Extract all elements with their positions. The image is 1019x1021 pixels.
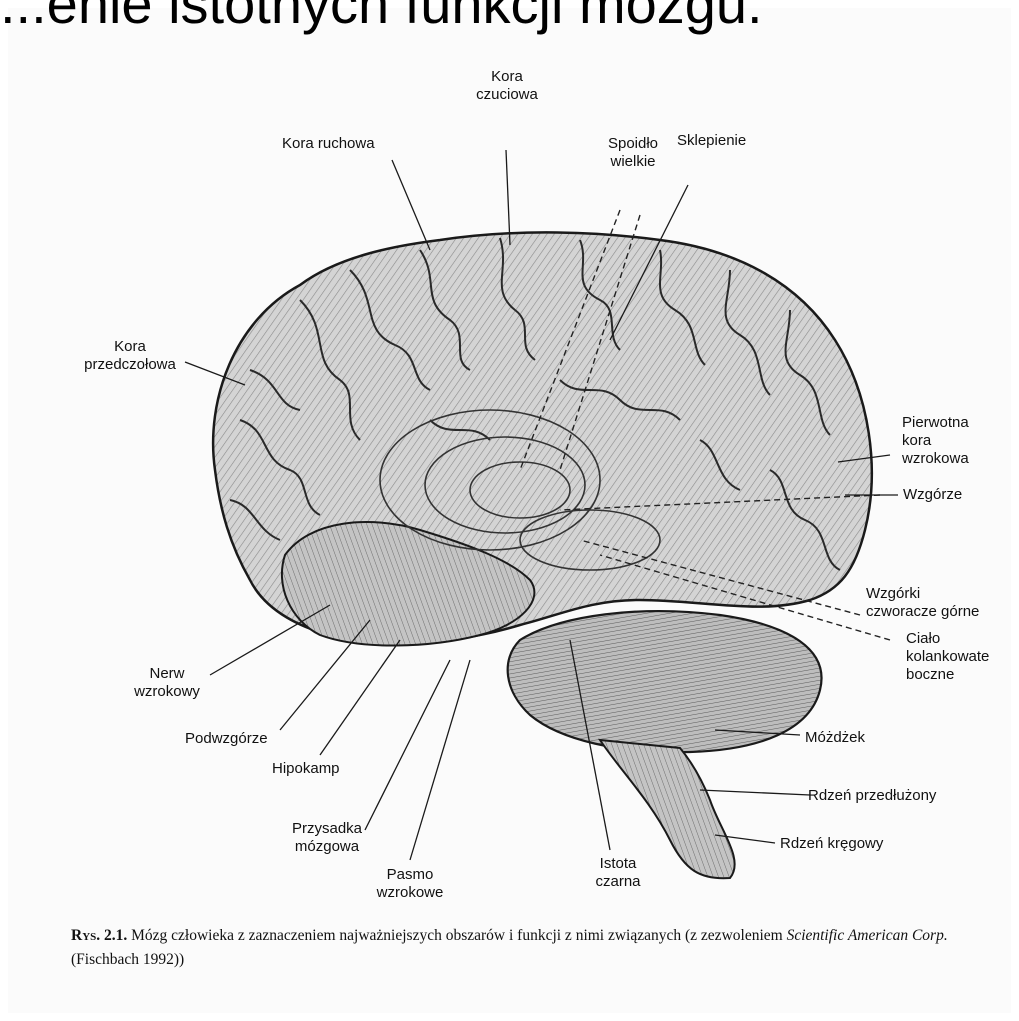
label-podwzgorze: Podwzgórze <box>185 730 268 748</box>
label-kora-czuciowa: Koraczuciowa <box>470 68 544 104</box>
caption-citation: (Fischbach 1992)) <box>71 951 184 968</box>
label-nerw-wzrokowy: Nerwwzrokowy <box>124 665 210 701</box>
label-przysadka-mozgowa: Przysadkamózgowa <box>285 820 369 856</box>
caption-text: Mózg człowieka z zaznaczeniem najważniej… <box>131 927 783 944</box>
label-rdzen-kregowy: Rdzeń kręgowy <box>780 835 883 853</box>
label-istota-czarna: Istotaczarna <box>588 855 648 891</box>
label-kora-przedczolowa: Koraprzedczołowa <box>74 338 186 374</box>
cerebellum <box>508 611 822 752</box>
cerebrum <box>213 232 872 645</box>
label-pasmo-wzrokowe: Pasmowzrokowe <box>368 866 452 902</box>
label-mozdzek: Móżdżek <box>805 729 865 747</box>
label-pierwotna-kora-wzrokowa: Pierwotnakorawzrokowa <box>902 414 969 468</box>
caption-source: Scientific American Corp. <box>787 927 948 944</box>
label-sklepienie: Sklepienie <box>677 132 746 150</box>
caption-prefix: Rys. <box>71 927 100 944</box>
label-hipokamp: Hipokamp <box>272 760 340 778</box>
label-cialo-kolankowate: Ciałokolankowateboczne <box>906 630 989 684</box>
label-rdzen-przedluzony: Rdzeń przedłużony <box>808 787 936 805</box>
label-wzgorze: Wzgórze <box>903 486 962 504</box>
label-wzgorki-czworacze: Wzgórkiczworacze górne <box>866 585 979 621</box>
figure-caption: Rys. 2.1. Mózg człowieka z zaznaczeniem … <box>71 924 951 972</box>
label-kora-ruchowa: Kora ruchowa <box>282 135 375 153</box>
caption-number: 2.1. <box>104 927 127 944</box>
label-spoidlo-wielkie: Spoidłowielkie <box>600 135 666 171</box>
